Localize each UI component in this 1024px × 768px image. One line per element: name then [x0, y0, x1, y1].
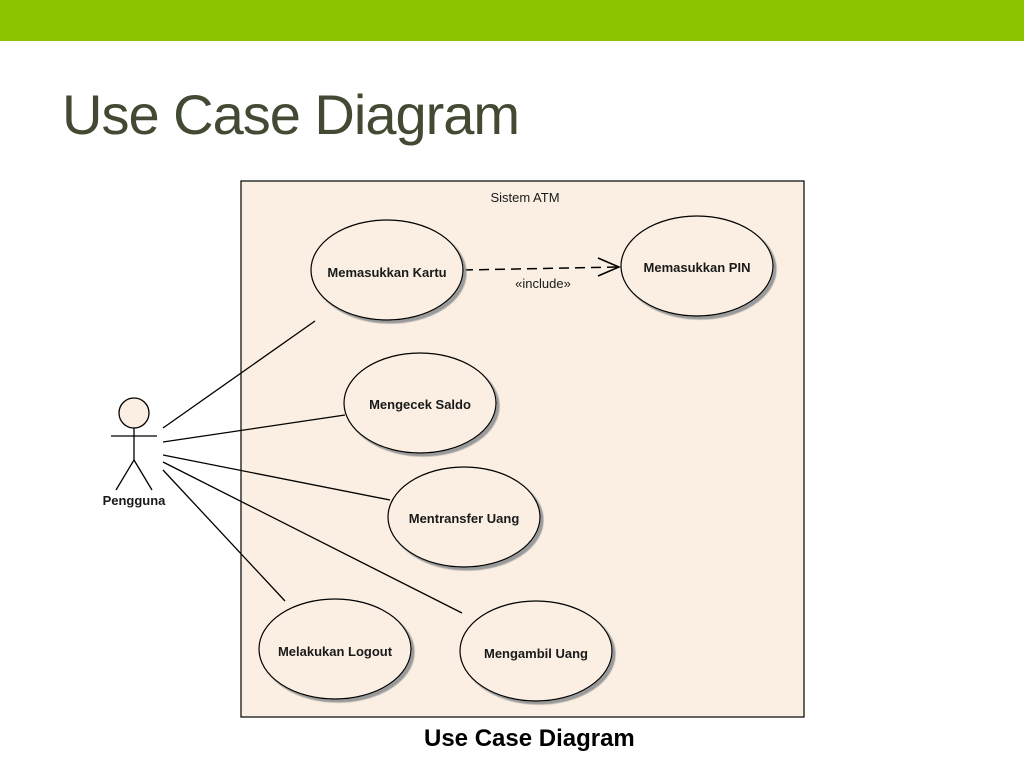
use-case-insert-pin[interactable]: Memasukkan PIN: [620, 215, 774, 317]
actor-head: [118, 397, 150, 429]
diagram-caption: Use Case Diagram: [424, 725, 635, 752]
use-case-label: Mengecek Saldo: [369, 397, 471, 412]
actor-right-leg: [133, 459, 153, 491]
association-line: [162, 469, 286, 602]
use-case-label: Memasukkan PIN: [644, 260, 751, 275]
use-case-insert-card[interactable]: Memasukkan Kartu: [310, 219, 464, 321]
association-line: [162, 320, 316, 429]
use-case-withdraw[interactable]: Mengambil Uang: [459, 600, 613, 702]
association-line: [162, 454, 391, 501]
actor-figure[interactable]: Pengguna: [103, 397, 167, 508]
use-case-transfer[interactable]: Mentransfer Uang: [387, 466, 541, 568]
use-case-logout[interactable]: Melakukan Logout: [258, 598, 412, 700]
use-case-label: Memasukkan Kartu: [327, 265, 446, 280]
association-line: [162, 414, 346, 443]
include-label: «include»: [515, 276, 571, 291]
accent-bar: [0, 0, 1024, 41]
use-case-label: Mengambil Uang: [484, 646, 588, 661]
use-case-check-balance[interactable]: Mengecek Saldo: [343, 352, 497, 454]
use-case-label: Mentransfer Uang: [409, 511, 520, 526]
actor-name: Pengguna: [103, 493, 167, 508]
slide-title: Use Case Diagram: [62, 83, 520, 146]
actor-left-leg: [115, 459, 135, 491]
use-case-label: Melakukan Logout: [278, 644, 393, 659]
include-arrowhead: [597, 257, 621, 277]
system-name: Sistem ATM: [490, 190, 559, 205]
association-line: [162, 461, 463, 614]
include-dependency-line: [462, 266, 620, 271]
